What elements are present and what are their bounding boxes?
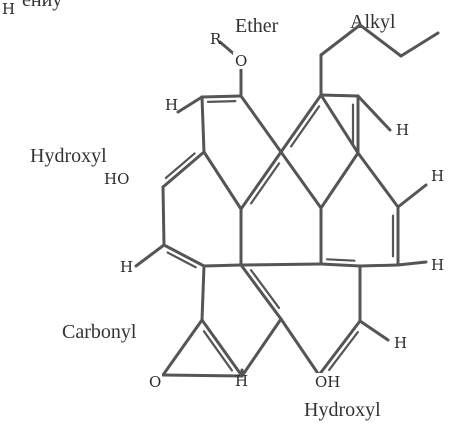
bond-c2-c7 <box>279 150 323 210</box>
bond-layer <box>134 23 440 378</box>
bond-c4-c8 <box>356 151 400 209</box>
bond-c3-c23 <box>319 93 360 98</box>
atom-o-carbonyl: O <box>149 373 161 391</box>
bond-c17-c21 <box>161 318 204 377</box>
label-hydroxyl-left: Hydroxyl <box>30 145 107 167</box>
atom-layer: R O HO O OH H H H H H H H <box>103 30 444 391</box>
bond-c21-c18 <box>161 373 244 378</box>
atom-r: R <box>210 30 222 48</box>
atom-o-ether: O <box>235 52 247 70</box>
bond-c13-c19 <box>279 317 321 377</box>
bond-c9-c17 <box>200 264 206 322</box>
label-alkyl: Alkyl <box>350 11 396 33</box>
bond-a1-a2 <box>319 23 362 57</box>
bond-c23-hb2 <box>356 94 392 132</box>
bond-c1-c2 <box>239 94 283 154</box>
bond-c8-hb3 <box>396 183 428 209</box>
mask-oh-bottom <box>314 373 340 390</box>
bond-c20-hb6 <box>358 319 390 342</box>
corner-atom-h: H <box>2 0 15 18</box>
mask-o-ether <box>233 52 247 69</box>
bond-c5-c6 <box>202 150 243 211</box>
atom-h-left: H <box>120 258 133 276</box>
bond-a3-a4 <box>399 31 440 58</box>
atom-h-top-right: H <box>396 121 409 139</box>
bond-c16-hb5 <box>134 243 166 268</box>
bond-double-c22-c1 <box>206 100 237 103</box>
bond-c18-c13 <box>240 317 283 378</box>
bond-double-c5-c15 <box>164 152 196 180</box>
bond-double-c2-c3 <box>289 105 321 148</box>
label-hydroxyl-bottom: Hydroxyl <box>304 399 381 421</box>
bond-a2-a3 <box>358 23 403 58</box>
bond-double-c16-c9 <box>166 251 197 269</box>
bond-c7-c4 <box>319 151 360 210</box>
corner-fragment-label: ениу <box>22 0 62 11</box>
bond-c14-c12 <box>358 263 400 268</box>
bond-double-c17-c18 <box>202 330 234 372</box>
bond-double-c6-c2 <box>249 162 281 205</box>
bond-c22-c5 <box>200 95 206 154</box>
bond-c14-hb4 <box>396 260 428 267</box>
bond-c15-c16 <box>161 185 166 247</box>
atom-h-bottom-right: H <box>394 334 407 352</box>
bond-c5-c15 <box>161 150 206 189</box>
bond-c13-c10 <box>239 263 283 321</box>
label-carbonyl: Carbonyl <box>62 321 137 343</box>
bond-c22-c1 <box>200 94 243 99</box>
bond-c10-c11 <box>239 262 323 267</box>
bond-double-c12-c11 <box>326 258 356 262</box>
atom-h-right-upper: H <box>431 167 444 185</box>
mask-ho-left <box>103 170 129 187</box>
bond-c6-c2 <box>239 150 283 211</box>
bond-c9-c10 <box>202 263 243 268</box>
atom-h-bottom: H <box>235 372 248 390</box>
bond-c12-c11 <box>319 262 362 268</box>
mask-o-carbonyl <box>148 373 162 390</box>
atom-oh-bottom: OH <box>315 373 340 391</box>
atom-h-right-lower: H <box>431 256 444 274</box>
bond-c16-c9 <box>162 243 206 268</box>
atom-ho-left: HO <box>104 170 129 188</box>
bond-double-c19-c20 <box>328 331 359 372</box>
bond-double-c13-c10 <box>249 269 281 310</box>
bond-c2-c3 <box>279 93 323 154</box>
bond-c4-c3 <box>319 93 360 155</box>
label-ether: Ether <box>235 15 279 37</box>
bond-c17-c18 <box>200 318 244 378</box>
bond-c19-c20 <box>317 319 362 377</box>
bond-c22-hb1 <box>176 95 204 114</box>
atom-h-top-left: H <box>165 96 178 114</box>
